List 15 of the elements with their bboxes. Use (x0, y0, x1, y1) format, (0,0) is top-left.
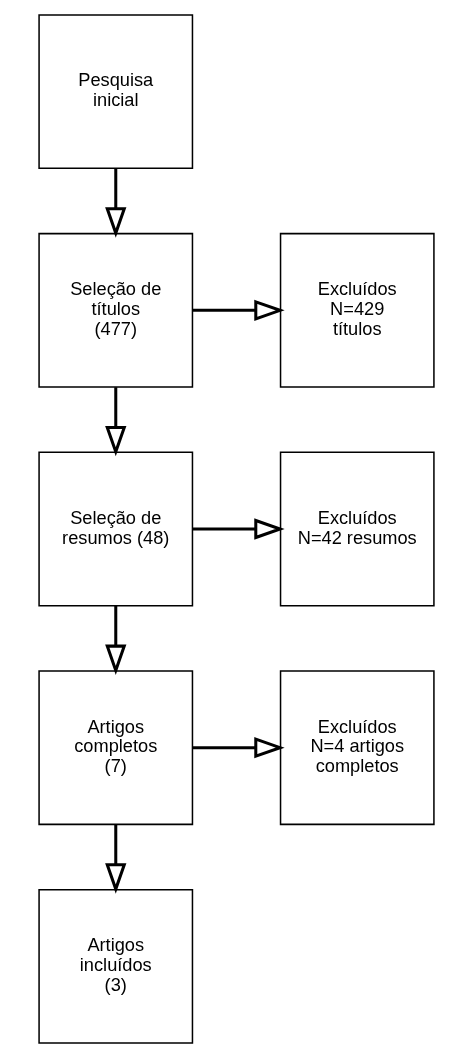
arrow (105, 824, 127, 894)
node-box: Excluídos N=4 artigos completos (279, 670, 435, 826)
node-box: Excluídos N=42 resumos (279, 451, 435, 607)
arrow (105, 387, 127, 457)
node-box: Seleção de resumos (48) (38, 451, 194, 607)
node-box: Excluídos N=429 títulos (279, 232, 435, 388)
node-box: Artigos incluídos (3) (38, 888, 194, 1044)
node-box: Artigos completos (7) (38, 670, 194, 826)
arrow (192, 299, 285, 321)
node-box: Pesquisa inicial (38, 14, 194, 170)
node-box: Seleção de títulos (477) (38, 232, 194, 388)
arrow (105, 168, 127, 238)
arrow (105, 605, 127, 676)
arrow (192, 518, 285, 540)
arrow (192, 737, 285, 759)
